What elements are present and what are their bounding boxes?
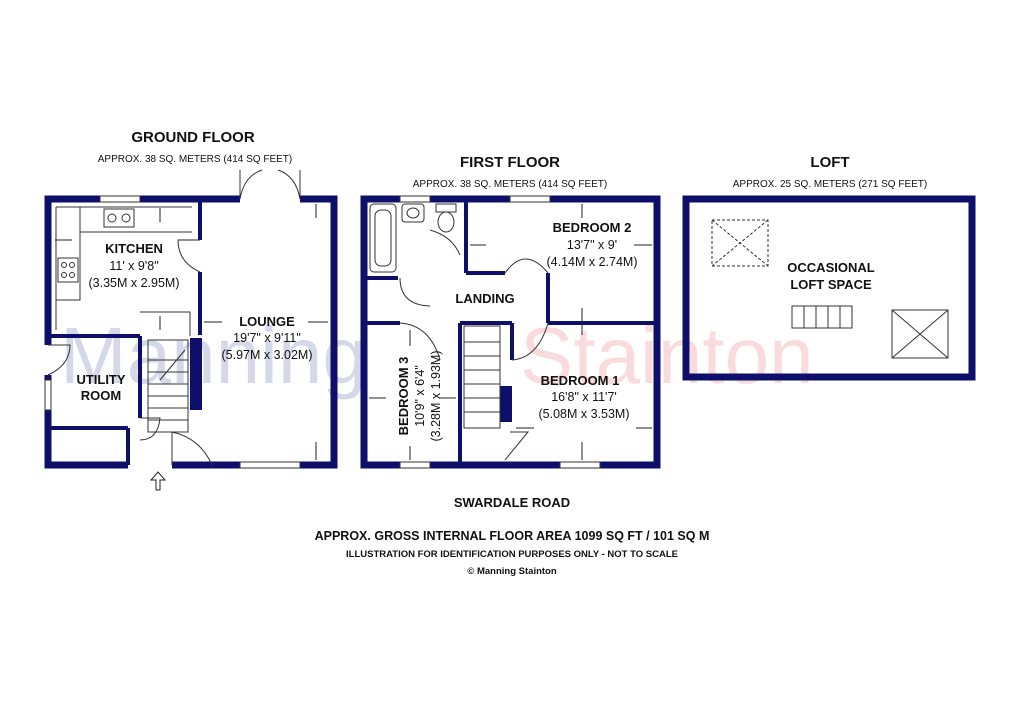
kitchen-dim-imperial: 11' x 9'8" — [109, 259, 158, 273]
bedroom-2-dim-imperial: 13'7" x 9' — [567, 238, 617, 252]
first-floor-title: FIRST FLOOR — [460, 154, 560, 171]
gross-floor-area: APPROX. GROSS INTERNAL FLOOR AREA 1099 S… — [315, 529, 710, 543]
loft-name-line1: OCCASIONAL — [787, 260, 874, 275]
bedroom-1-name: BEDROOM 1 — [541, 373, 620, 388]
first-floor-area: APPROX. 38 SQ. METERS (414 SQ FEET) — [413, 179, 608, 190]
landing-name: LANDING — [455, 291, 514, 306]
sink-icon — [103, 208, 135, 228]
skylight-icon — [891, 309, 949, 359]
bedroom-2-dim-metric: (4.14M x 2.74M) — [546, 255, 637, 269]
ground-floor-dimension-arrows — [55, 204, 328, 460]
copyright: © Manning Stainton — [467, 566, 557, 577]
bedroom-1-dim-metric: (5.08M x 3.53M) — [538, 407, 629, 421]
watermark-manning: Manning — [60, 311, 367, 400]
loft-title: LOFT — [810, 154, 849, 171]
loft-area: APPROX. 25 SQ. METERS (271 SQ FEET) — [733, 179, 928, 190]
utility-name-line1: UTILITY — [76, 372, 125, 387]
lounge-label: LOUNGE 19'7" x 9'11" (5.97M x 3.02M) — [221, 314, 312, 362]
loft-name-line2: LOFT SPACE — [790, 277, 872, 292]
utility-name-line2: ROOM — [81, 388, 121, 403]
loft: LOFT APPROX. 25 SQ. METERS (271 SQ FEET)… — [682, 154, 976, 381]
hob-icon — [57, 257, 79, 283]
skylight-icon — [711, 219, 769, 267]
entrance-arrow-icon — [149, 471, 167, 491]
bedroom-3-label: BEDROOM 3 10'9" x 6'4" (3.28M x 1.93M) — [396, 350, 443, 441]
bedroom-1-dim-imperial: 16'8" x 11'7' — [551, 390, 617, 404]
ground-floor-title: GROUND FLOOR — [131, 129, 254, 146]
watermark-stainton: Stainton — [520, 311, 814, 400]
bathroom-fittings — [369, 203, 549, 307]
lounge-dim-metric: (5.97M x 3.02M) — [221, 348, 312, 362]
lounge-dim-imperial: 19'7" x 9'11" — [233, 331, 301, 345]
watermark: Manning Stainton — [60, 311, 814, 400]
road-name: SWARDALE ROAD — [454, 495, 570, 510]
toilet-icon — [435, 203, 457, 213]
basin-icon — [401, 203, 425, 223]
first-floor-stairs — [399, 322, 549, 461]
ground-floor-walls — [44, 169, 338, 469]
ground-floor: GROUND FLOOR APPROX. 38 SQ. METERS (414 … — [44, 129, 338, 491]
bedroom-3-name: BEDROOM 3 — [396, 357, 411, 436]
ground-floor-area: APPROX. 38 SQ. METERS (414 SQ FEET) — [98, 154, 293, 165]
bedroom-3-dim-imperial: 10'9" x 6'4" — [413, 365, 427, 427]
kitchen-name: KITCHEN — [105, 241, 163, 256]
kitchen-fittings — [55, 206, 201, 336]
kitchen-dim-metric: (3.35M x 2.95M) — [88, 276, 179, 290]
ground-floor-doors — [47, 344, 213, 466]
ground-floor-stairs — [147, 339, 189, 433]
loft-walls — [682, 195, 976, 381]
bath-icon — [369, 203, 397, 273]
first-floor-walls — [360, 195, 661, 469]
loft-ladder-icon — [791, 305, 853, 329]
bedroom-1-label: BEDROOM 1 16'8" x 11'7' (5.08M x 3.53M) — [538, 373, 629, 421]
utility-room-label: UTILITY ROOM — [76, 372, 125, 403]
lounge-name: LOUNGE — [239, 314, 295, 329]
bedroom-2-name: BEDROOM 2 — [553, 220, 632, 235]
bedroom-3-dim-metric: (3.28M x 1.93M) — [429, 350, 443, 441]
first-floor: FIRST FLOOR APPROX. 38 SQ. METERS (414 S… — [360, 154, 661, 469]
kitchen-label: KITCHEN 11' x 9'8" (3.35M x 2.95M) — [88, 241, 179, 290]
disclaimer: ILLUSTRATION FOR IDENTIFICATION PURPOSES… — [346, 549, 678, 560]
first-floor-dimension-arrows — [369, 204, 652, 460]
bedroom-2-label: BEDROOM 2 13'7" x 9' (4.14M x 2.74M) — [546, 220, 637, 269]
